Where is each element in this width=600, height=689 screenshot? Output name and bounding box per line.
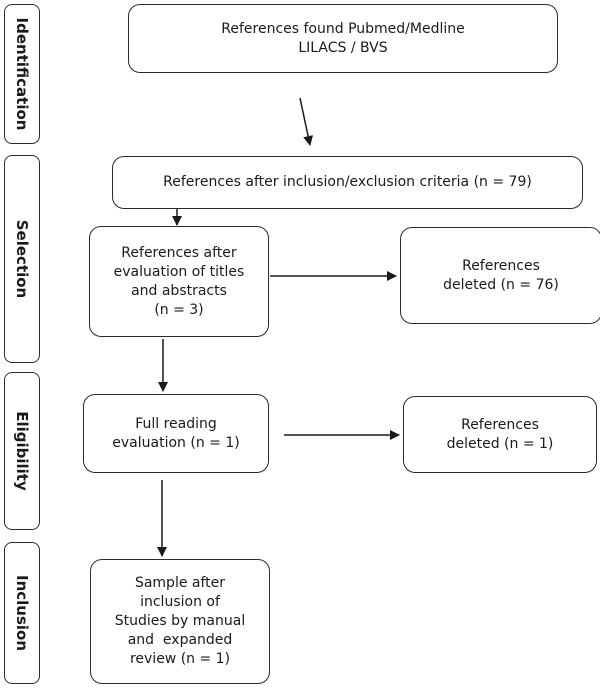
box-sample-line2: inclusion of xyxy=(140,594,220,610)
box-inclusion-exclusion-criteria: References after inclusion/exclusion cri… xyxy=(112,156,583,209)
stage-inclusion: Inclusion xyxy=(4,542,40,684)
box-references-deleted-76: References deleted (n = 76) xyxy=(400,227,600,324)
box-titles-line4: (n = 3) xyxy=(154,301,204,318)
box-criteria-line1: References after inclusion/exclusion cri… xyxy=(163,174,532,190)
box-sample-line5: review (n = 1) xyxy=(129,651,231,667)
box-deleted1-line2: deleted (n = 1) xyxy=(446,435,554,452)
box-full-reading: Full reading evaluation (n = 1) xyxy=(83,394,269,473)
box-full-reading-line1: Full reading xyxy=(135,415,217,432)
stage-selection: Selection xyxy=(4,155,40,363)
box-deleted76-line2: deleted (n = 76) xyxy=(443,276,559,293)
box-deleted76-line1: References xyxy=(462,257,540,274)
box-sample-after-inclusion: Sample after inclusion of Studies by man… xyxy=(90,559,270,684)
box-references-deleted-1: References deleted (n = 1) xyxy=(403,396,597,473)
box-deleted1-line1: References xyxy=(461,416,539,433)
box-titles-line2: evaluation of titles xyxy=(113,263,245,280)
box-references-found-line2: LILACS / BVS xyxy=(298,39,388,56)
stage-eligibility: Eligibility xyxy=(4,372,40,530)
box-references-found: References found Pubmed/Medline LILACS /… xyxy=(128,4,558,73)
box-titles-line3: and abstracts xyxy=(131,282,227,299)
box-sample-line1: Sample after xyxy=(134,575,226,591)
arrow-found-to-criteria xyxy=(299,97,314,146)
box-sample-line3: Studies by manual xyxy=(114,613,246,629)
box-titles-abstracts: References after evaluation of titles an… xyxy=(89,226,269,337)
box-full-reading-line2: evaluation (n = 1) xyxy=(112,434,240,451)
box-sample-line4: and expanded xyxy=(127,632,233,648)
box-titles-line1: References after xyxy=(121,244,237,261)
box-references-found-line1: References found Pubmed/Medline xyxy=(221,20,465,37)
stage-identification: Identification xyxy=(4,4,40,144)
